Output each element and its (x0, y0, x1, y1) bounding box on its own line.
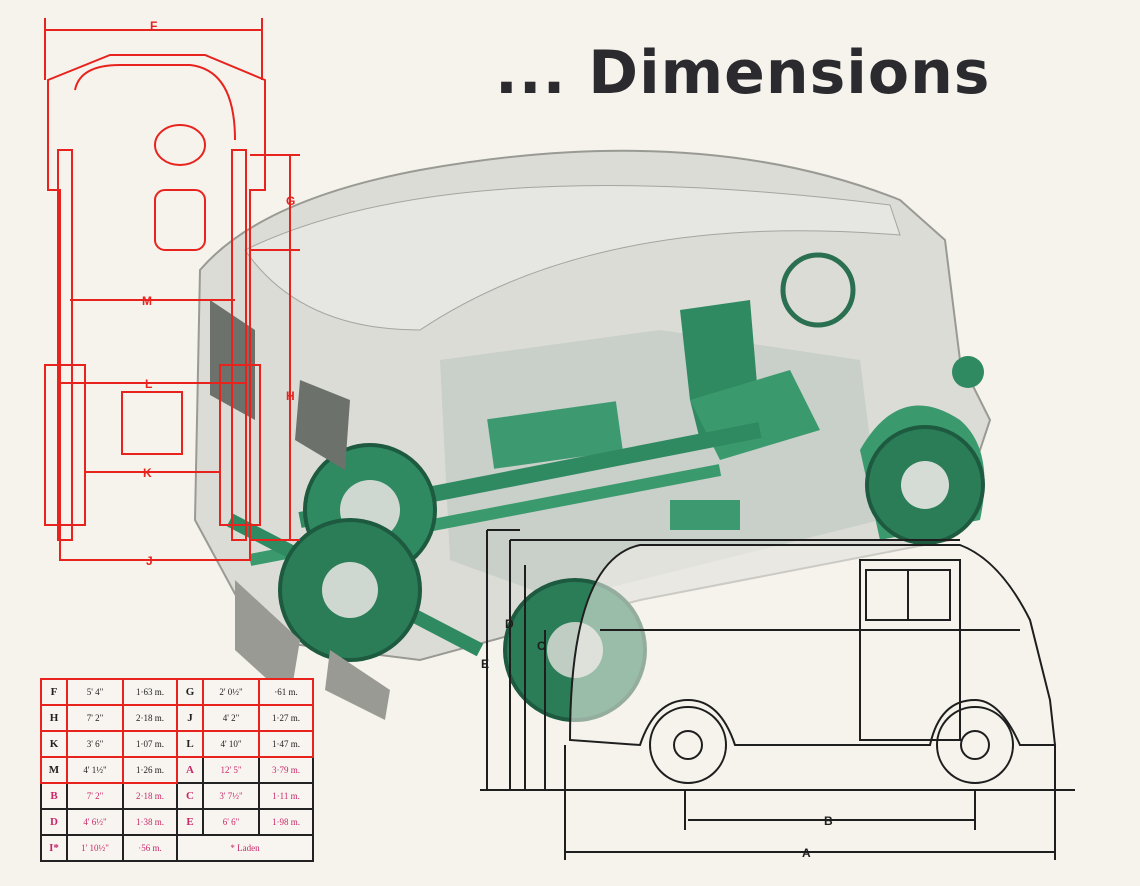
dim-metric: 1·98 m. (258, 808, 314, 836)
dim-imperial: 6' 6" (202, 808, 260, 836)
plan-label-l: L (145, 377, 152, 391)
dim-imperial: 4' 6½" (66, 808, 124, 836)
dim-imperial: 5' 4" (66, 678, 124, 706)
dim-imperial: 4' 10" (202, 730, 260, 758)
dim-key: L (176, 730, 204, 758)
plan-label-m: M (142, 294, 152, 308)
dim-metric: 1·63 m. (122, 678, 178, 706)
dim-metric: 2·18 m. (122, 782, 178, 810)
side-label-b: B (824, 814, 833, 828)
dim-metric: 1·11 m. (258, 782, 314, 810)
dim-imperial: 7' 2" (66, 782, 124, 810)
plan-view-drawing (44, 18, 300, 561)
dim-key: D (40, 808, 68, 836)
dim-metric: 1·47 m. (258, 730, 314, 758)
dim-imperial: 3' 7½" (202, 782, 260, 810)
dim-key: J (176, 704, 204, 732)
dim-metric: 2·18 m. (122, 704, 178, 732)
table-row: I*1' 10½"·56 m. * Laden (40, 834, 314, 862)
dim-key: K (40, 730, 68, 758)
page-title: ... Dimensions (495, 38, 991, 108)
dim-metric: 1·27 m. (258, 704, 314, 732)
side-elevation-drawing (480, 529, 1075, 860)
dim-imperial: 2' 0½" (202, 678, 260, 706)
dim-metric: 1·07 m. (122, 730, 178, 758)
dim-metric: 3·79 m. (258, 756, 314, 784)
dim-key: H (40, 704, 68, 732)
dim-key: I* (40, 834, 68, 862)
dim-imperial: 3' 6" (66, 730, 124, 758)
dim-imperial: 12' 5" (202, 756, 260, 784)
dim-key: B (40, 782, 68, 810)
plan-label-k: K (143, 466, 152, 480)
side-label-c: C (537, 639, 546, 653)
dim-key: A (176, 756, 204, 784)
dim-metric: ·56 m. (122, 834, 178, 862)
dim-imperial: 4' 1½" (66, 756, 124, 784)
plan-label-h: H (286, 389, 295, 403)
dim-metric: 1·26 m. (122, 756, 178, 784)
table-footnote: * Laden (176, 834, 314, 862)
side-label-d: D (505, 617, 514, 631)
dim-metric: 1·38 m. (122, 808, 178, 836)
cutaway-van (193, 149, 992, 722)
dim-imperial: 1' 10½" (66, 834, 124, 862)
plan-label-g: G (286, 194, 295, 208)
dim-key: G (176, 678, 204, 706)
dim-key: F (40, 678, 68, 706)
plan-label-f: F (150, 19, 157, 33)
dim-key: M (40, 756, 68, 784)
dim-key: C (176, 782, 204, 810)
plan-label-j: J (146, 554, 153, 568)
dim-metric: ·61 m. (258, 678, 314, 706)
side-label-e: E (481, 657, 489, 671)
side-label-a: A (802, 846, 811, 860)
dim-key: E (176, 808, 204, 836)
dim-imperial: 7' 2" (66, 704, 124, 732)
dim-imperial: 4' 2" (202, 704, 260, 732)
